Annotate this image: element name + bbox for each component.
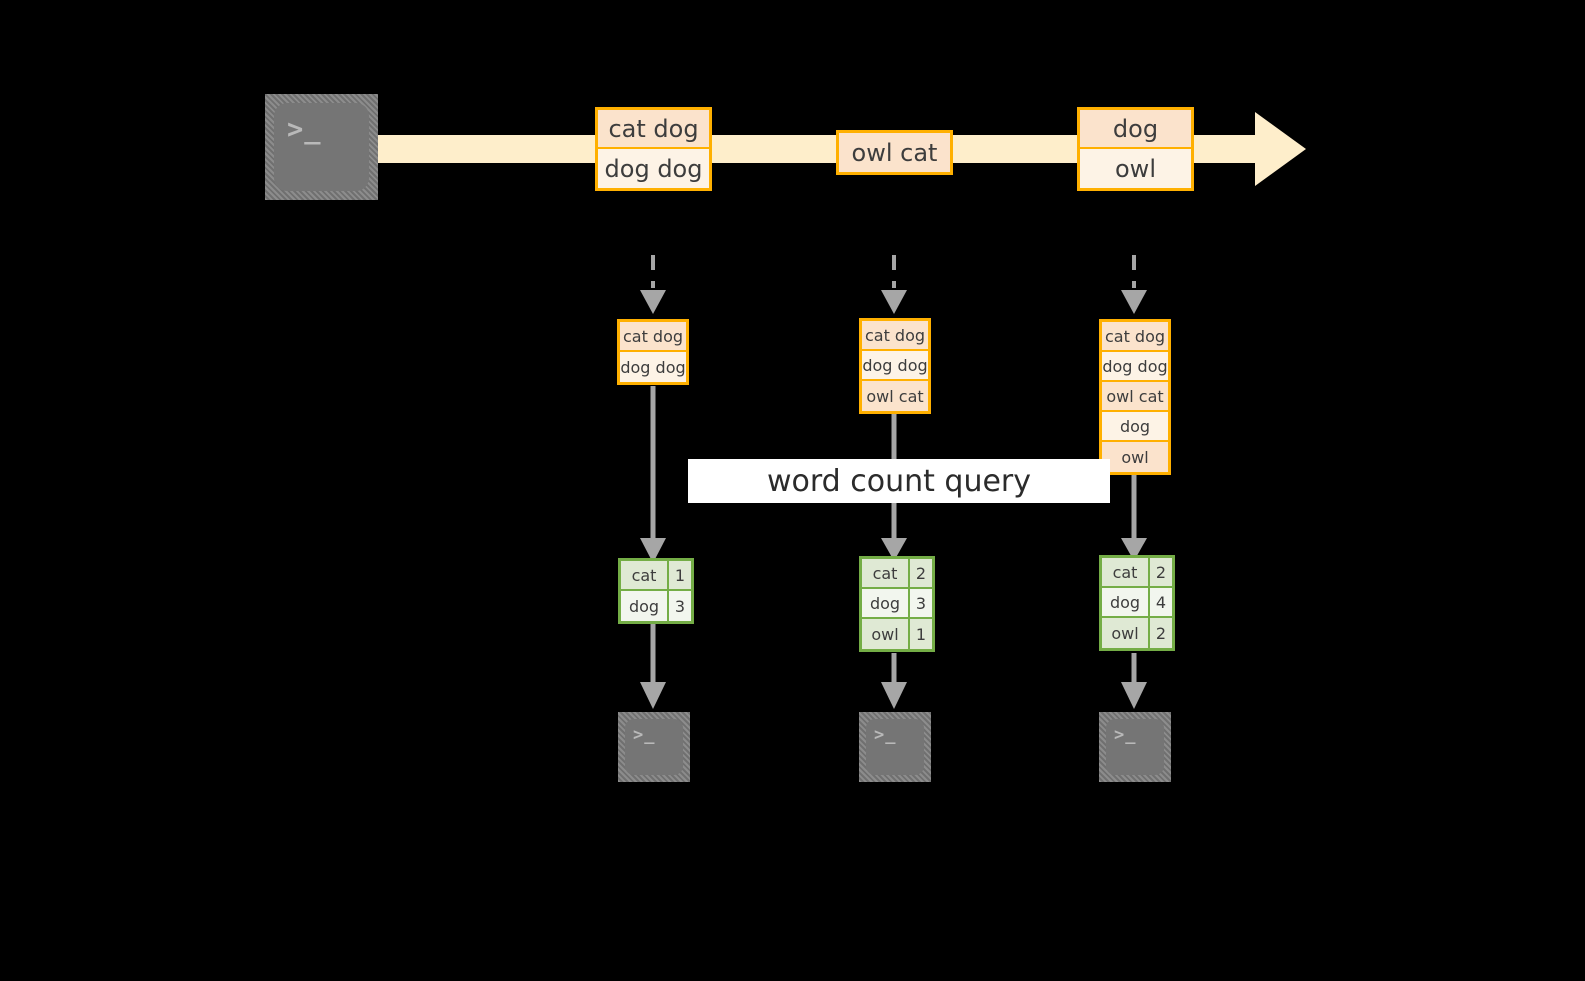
snapshot-3-result-table: cat 2 dog 4 owl 2	[1099, 555, 1175, 651]
snapshot-1-result-table: cat 1 dog 3	[618, 558, 694, 624]
snapshot-3-input-stack: cat dog dog dog owl cat dog owl	[1099, 319, 1171, 475]
terminal-prompt-glyph: >_	[633, 725, 656, 745]
stream-tap-arrowheads	[640, 290, 1147, 314]
terminal-prompt-glyph: >_	[874, 725, 897, 745]
word-cell: dog	[621, 591, 669, 621]
table-row: dog 3	[862, 589, 932, 619]
snapshot-2-result-table: cat 2 dog 3 owl 1	[859, 556, 935, 652]
table-row: dog 4	[1102, 588, 1172, 618]
stream-record-2: owl cat	[836, 130, 953, 175]
snapshot-2-input-stack: cat dog dog dog owl cat	[859, 318, 931, 414]
query-label: word count query	[688, 459, 1110, 503]
stream-record-line: owl cat	[839, 133, 950, 172]
terminal-prompt-glyph: >_	[287, 114, 322, 145]
stream-record-line: cat dog	[598, 110, 709, 149]
word-cell: owl	[862, 619, 910, 649]
count-cell: 4	[1150, 588, 1172, 616]
stream-record-1: cat dog dog dog	[595, 107, 712, 191]
input-record-line: owl	[1102, 442, 1168, 472]
input-record-line: dog dog	[862, 351, 928, 381]
stream-tap-lines	[651, 255, 1136, 288]
terminal-screen	[274, 103, 369, 191]
input-record-line: owl cat	[1102, 382, 1168, 412]
word-cell: dog	[862, 589, 910, 617]
table-row: cat 2	[862, 559, 932, 589]
count-cell: 2	[1150, 558, 1172, 586]
input-record-line: cat dog	[1102, 322, 1168, 352]
table-row: owl 1	[862, 619, 932, 649]
stream-record-line: dog dog	[598, 149, 709, 188]
sink-connector-arrowheads	[640, 682, 1147, 709]
query-label-text: word count query	[766, 463, 1032, 499]
input-record-line: dog	[1102, 412, 1168, 442]
query-connector-arrowheads	[640, 538, 1147, 563]
snapshot-1-sink-terminal-icon: >_	[618, 712, 690, 782]
count-cell: 1	[910, 619, 932, 649]
table-row: cat 2	[1102, 558, 1172, 588]
table-row: owl 2	[1102, 618, 1172, 648]
table-row: cat 1	[621, 561, 691, 591]
sink-connector-lines	[650, 622, 1137, 684]
terminal-prompt-glyph: >_	[1114, 725, 1137, 745]
input-record-line: cat dog	[862, 321, 928, 351]
snapshot-3-sink-terminal-icon: >_	[1099, 712, 1171, 782]
word-cell: cat	[862, 559, 910, 587]
input-record-line: cat dog	[620, 322, 686, 352]
stream-record-line: dog	[1080, 110, 1191, 149]
snapshot-2-sink-terminal-icon: >_	[859, 712, 931, 782]
count-cell: 2	[910, 559, 932, 587]
input-record-line: owl cat	[862, 381, 928, 411]
stream-record-line: owl	[1080, 149, 1191, 188]
count-cell: 2	[1150, 618, 1172, 648]
count-cell: 3	[669, 591, 691, 621]
snapshot-1-input-stack: cat dog dog dog	[617, 319, 689, 385]
table-row: dog 3	[621, 591, 691, 621]
terminal-screen	[866, 719, 924, 775]
terminal-screen	[625, 719, 683, 775]
terminal-screen	[1106, 719, 1164, 775]
count-cell: 1	[669, 561, 691, 589]
source-terminal-icon: >_	[265, 94, 378, 200]
input-record-line: dog dog	[1102, 352, 1168, 382]
word-cell: cat	[621, 561, 669, 589]
stream-record-3: dog owl	[1077, 107, 1194, 191]
word-cell: dog	[1102, 588, 1150, 616]
word-cell: cat	[1102, 558, 1150, 586]
input-record-line: dog dog	[620, 352, 686, 382]
count-cell: 3	[910, 589, 932, 617]
word-cell: owl	[1102, 618, 1150, 648]
